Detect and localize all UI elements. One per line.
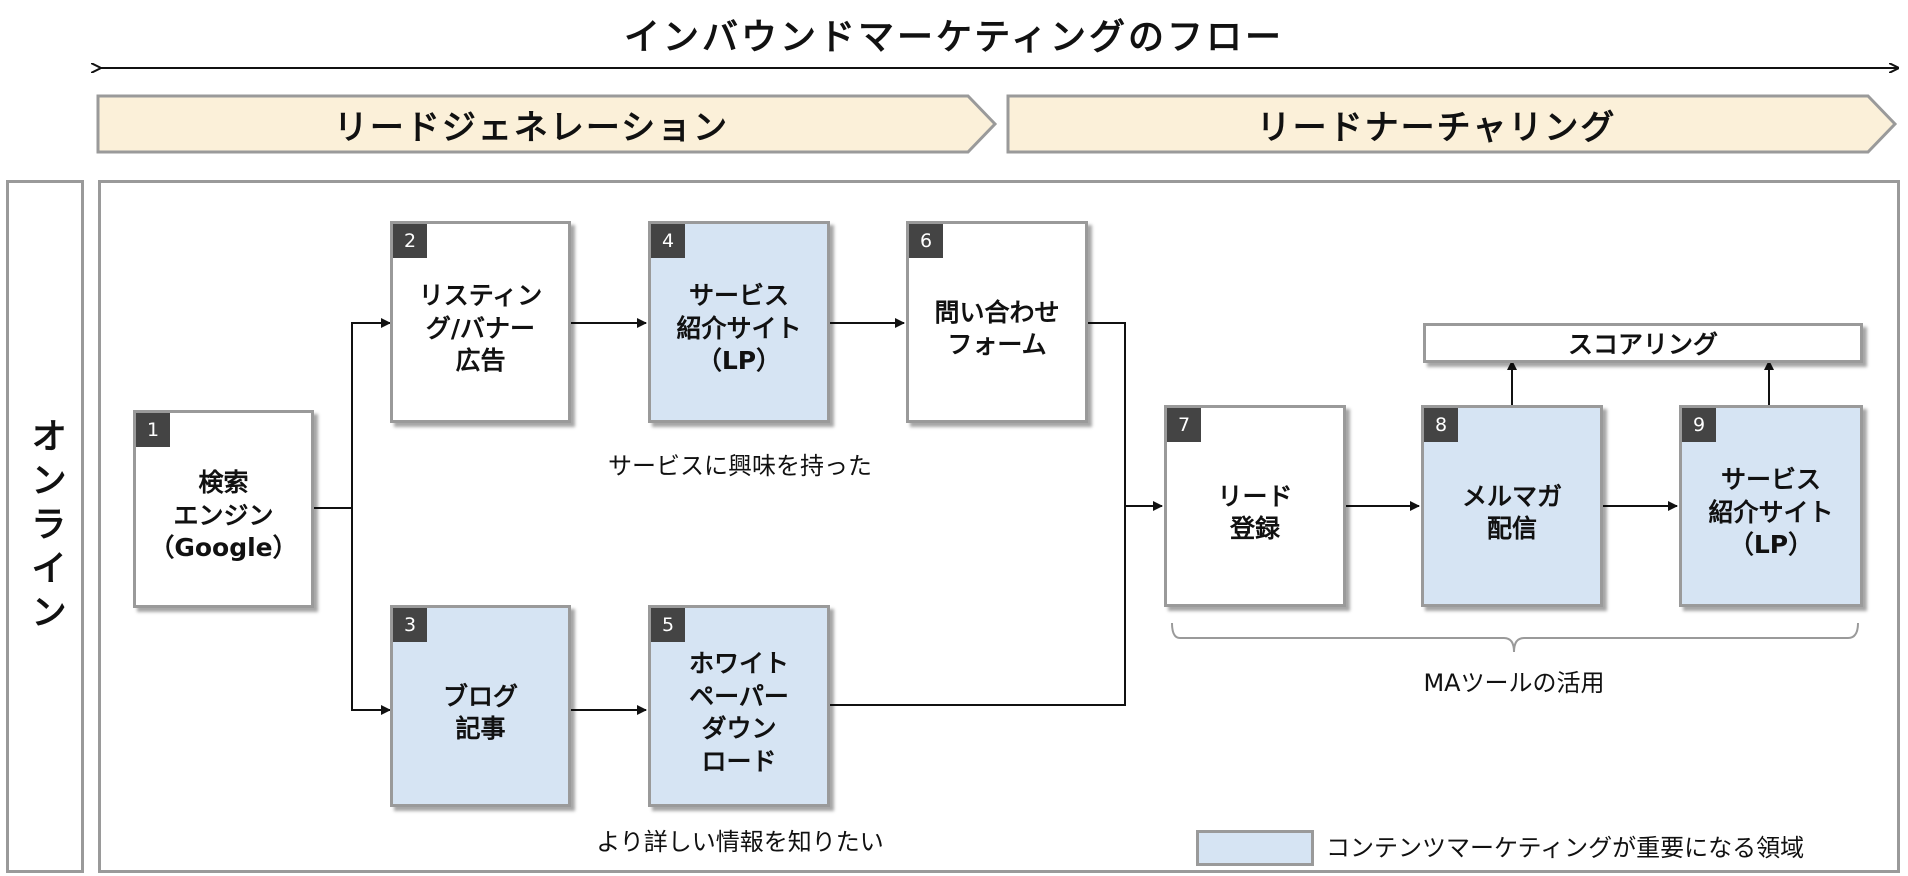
legend-swatch [1196, 830, 1314, 866]
node-service-lp: 4 サービス 紹介サイト （LP） [648, 221, 830, 423]
node-number: 2 [393, 224, 427, 258]
node-number: 8 [1424, 408, 1458, 442]
node-label: サービス 紹介サイト （LP） [1708, 465, 1834, 560]
edge-6-7 [1088, 322, 1163, 511]
scoring-box: スコアリング [1423, 323, 1863, 363]
node-label: ブログ 記事 [442, 681, 518, 744]
phase-lead-nurturing: リードナーチャリング [1256, 107, 1617, 148]
edge-1-3 [351, 508, 391, 715]
phase-chevron-lead-nurturing [1006, 94, 1898, 154]
node-number: 7 [1167, 408, 1201, 442]
node-service-lp-nurture: 9 サービス 紹介サイト （LP） [1679, 405, 1863, 607]
node-label: リード 登録 [1217, 481, 1293, 544]
node-number: 1 [136, 413, 170, 447]
node-search-engine: 1 検索 エンジン （Google） [133, 410, 314, 608]
node-label: 検索 エンジン （Google） [149, 468, 298, 563]
edge-1-2 [314, 318, 391, 509]
caption-want-details: より詳しい情報を知りたい [596, 828, 884, 856]
node-whitepaper-download: 5 ホワイト ペーパー ダウン ロード [648, 605, 830, 807]
node-number: 9 [1682, 408, 1716, 442]
node-inquiry-form: 6 問い合わせ フォーム [906, 221, 1088, 423]
node-lead-registration: 7 リード 登録 [1164, 405, 1346, 607]
legend-label: コンテンツマーケティングが重要になる領域 [1326, 834, 1805, 862]
node-label: リスティン グ/バナー 広告 [418, 281, 543, 376]
node-number: 3 [393, 608, 427, 642]
node-number: 5 [651, 608, 685, 642]
ma-bracket [1171, 622, 1859, 653]
caption-interested: サービスに興味を持った [608, 452, 872, 480]
online-row-header: オンライン [6, 180, 84, 873]
node-mail-magazine: 8 メルマガ 配信 [1421, 405, 1603, 607]
node-label: 問い合わせ フォーム [934, 297, 1060, 360]
caption-ma-tool: MAツールの活用 [1423, 669, 1605, 697]
online-label: オンライン [25, 416, 66, 637]
phase-chevron-lead-generation [96, 94, 998, 154]
node-label: ホワイト ペーパー ダウン ロード [688, 649, 789, 776]
node-number: 6 [909, 224, 943, 258]
edge-5-7 [830, 506, 1126, 706]
node-label: メルマガ 配信 [1461, 481, 1562, 544]
node-blog-article: 3 ブログ 記事 [390, 605, 571, 807]
diagram-title: インバウンドマーケティングのフロー [623, 17, 1285, 58]
flow-frame [98, 180, 1900, 873]
node-label: サービス 紹介サイト （LP） [676, 281, 802, 376]
node-number: 4 [651, 224, 685, 258]
phase-lead-generation: リードジェネレーション [333, 107, 730, 148]
node-listing-banner-ads: 2 リスティン グ/バナー 広告 [390, 221, 571, 423]
